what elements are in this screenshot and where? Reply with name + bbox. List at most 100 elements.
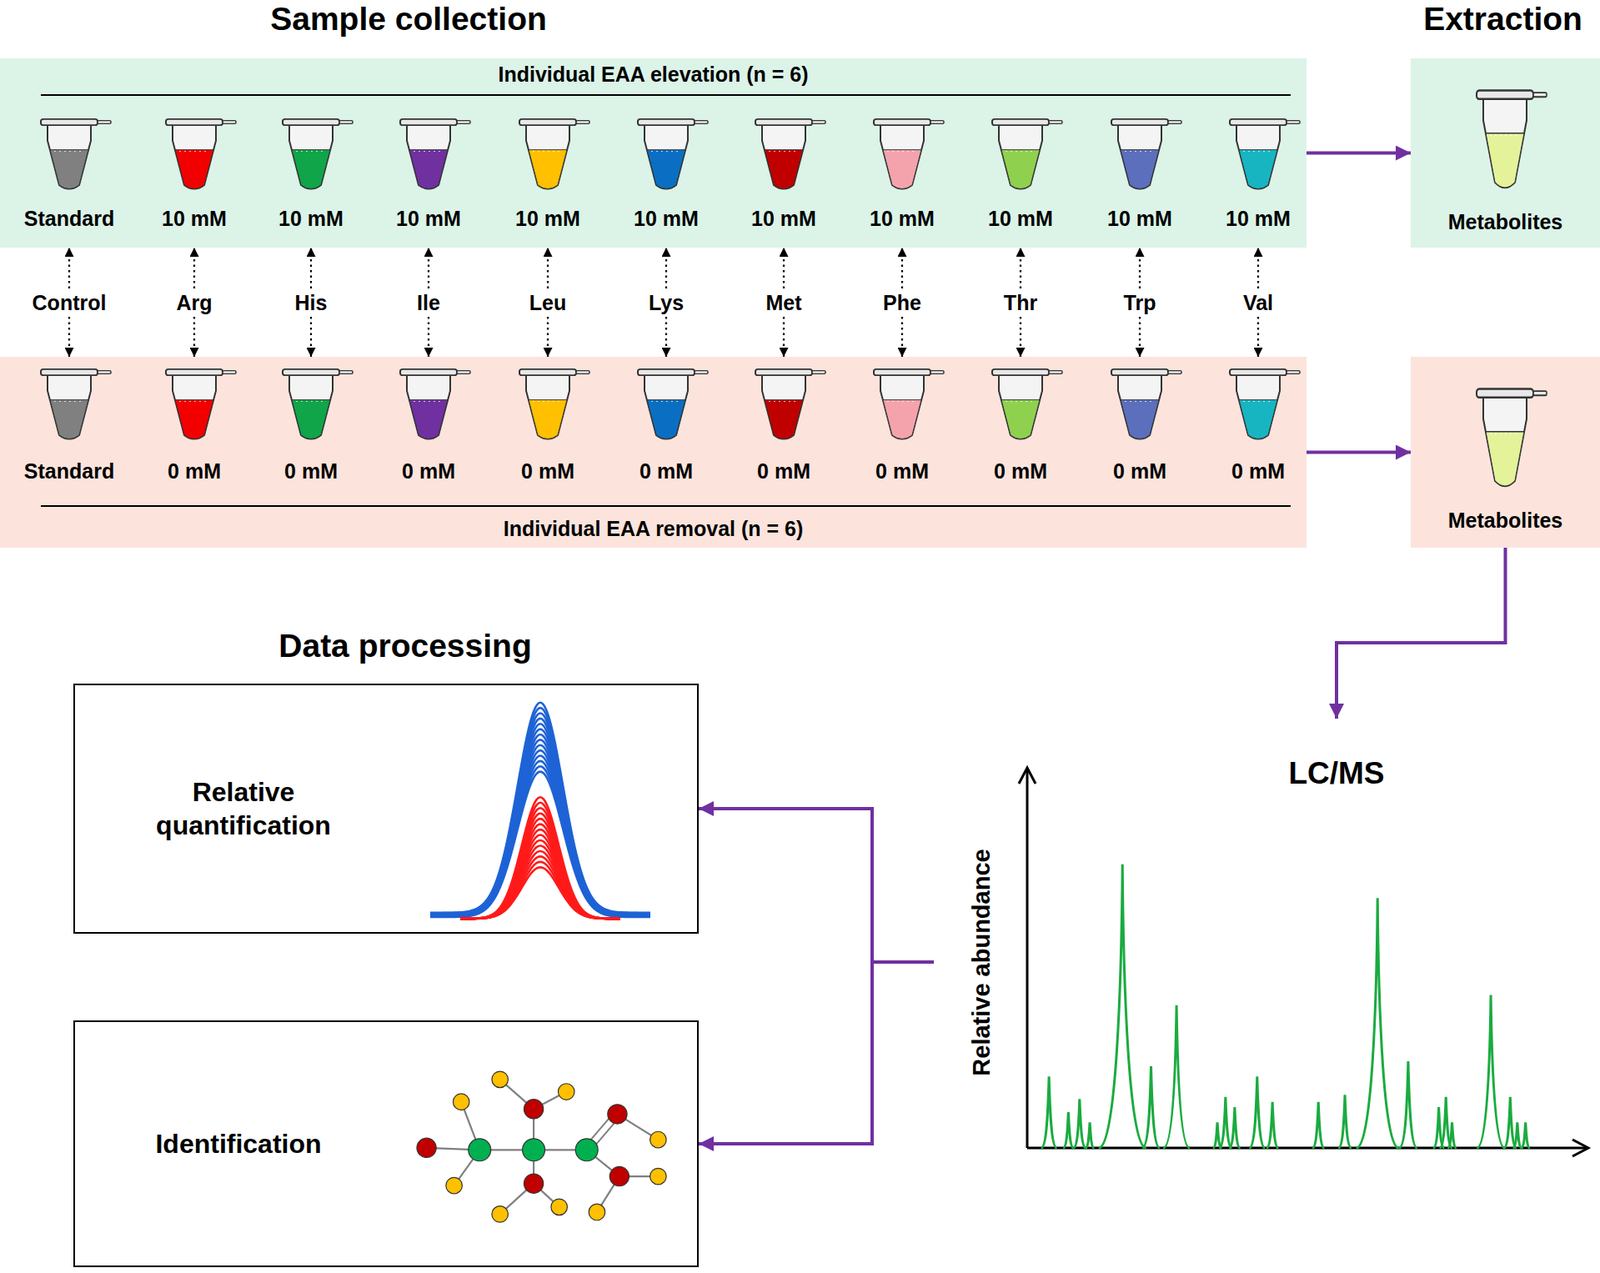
spectrum-peak — [1520, 1122, 1530, 1149]
amino-acid-label: Val — [1199, 288, 1317, 317]
spectrum-peak — [1476, 994, 1505, 1149]
dotted-arrow — [427, 247, 430, 289]
tube-liquid — [528, 400, 567, 440]
tube-icon — [252, 367, 370, 445]
tube-cap — [165, 369, 223, 376]
chromatogram-curve — [460, 840, 621, 919]
tube-label: 0 mM — [1191, 458, 1325, 484]
tube-body — [1483, 397, 1527, 487]
tube-hinge — [930, 371, 944, 375]
atom — [523, 1173, 543, 1194]
flow-arrow — [698, 808, 934, 963]
tube-liquid — [1238, 150, 1278, 190]
atom — [523, 1099, 543, 1119]
spectrum-peak — [1213, 1122, 1223, 1149]
liquid-highlight — [532, 150, 563, 152]
sample-tube: 10 mM — [843, 58, 961, 248]
tube-hinge — [1533, 391, 1547, 396]
sample-tube: 10 mM — [252, 58, 370, 248]
tube-label: 0 mM — [481, 458, 615, 484]
amino-acid-label: Met — [725, 288, 843, 317]
sample-tube: 10 mM — [962, 58, 1079, 248]
tube-cap — [1111, 369, 1169, 376]
dotted-arrow — [546, 316, 549, 357]
dotted-arrow — [782, 316, 785, 357]
tube-hinge — [1168, 120, 1182, 125]
spectrum-peak — [1142, 1066, 1160, 1149]
tube-cap — [637, 369, 695, 376]
tube-hinge — [456, 120, 471, 125]
sample-tube: 0 mM — [843, 356, 961, 499]
sample-tube: 0 mM — [1199, 356, 1317, 499]
chromatogram-curve — [430, 761, 651, 917]
liquid-highlight — [532, 401, 563, 402]
spectrum-peak — [1218, 1097, 1232, 1149]
section-title: Sample collection — [241, 0, 576, 38]
dotted-arrow — [310, 247, 312, 289]
atom — [522, 1138, 546, 1162]
spectrum-peak — [1513, 1122, 1523, 1149]
chromatogram-curve — [460, 813, 621, 919]
sample-tube: 0 mM — [370, 356, 487, 499]
tube-body — [47, 375, 91, 439]
tube-cap — [165, 119, 223, 126]
chromatogram-curve — [460, 862, 621, 919]
axis-label: Relative abundance — [967, 829, 997, 1097]
tube-label: Standard — [2, 458, 136, 484]
tube-cap — [873, 119, 931, 126]
tube-icon — [607, 367, 725, 445]
tube-hinge — [1533, 92, 1547, 97]
tube-liquid — [175, 400, 214, 440]
spectrum-peak — [1399, 1061, 1418, 1149]
atom — [609, 1166, 629, 1186]
atom — [452, 1093, 470, 1111]
liquid-highlight — [1005, 150, 1036, 152]
dotted-arrow — [68, 247, 71, 289]
tube-hinge — [339, 120, 353, 125]
liquid-highlight — [768, 150, 799, 152]
liquid-highlight — [1124, 150, 1155, 152]
atom — [446, 1177, 463, 1194]
atom — [607, 1104, 627, 1124]
chromatogram-curve — [460, 818, 621, 919]
tube-icon — [1446, 386, 1564, 494]
tube-hinge — [222, 120, 236, 125]
tube-body — [1483, 99, 1527, 188]
dotted-arrow — [310, 316, 312, 357]
tube-body — [644, 125, 688, 189]
tube-body — [47, 125, 91, 189]
tube-cap — [755, 119, 813, 126]
chromatogram-curve — [460, 835, 621, 919]
tube-cap — [1476, 90, 1534, 100]
amino-acid-label: Leu — [489, 288, 607, 317]
tube-body — [880, 375, 924, 439]
tube-hinge — [1286, 120, 1300, 125]
dotted-arrow — [1138, 316, 1141, 357]
tube-cap — [873, 369, 931, 376]
atom — [416, 1138, 437, 1158]
dotted-arrow — [1257, 316, 1259, 357]
tube-liquid — [882, 150, 922, 190]
tube-icon — [1081, 117, 1199, 195]
amino-acid-name: Thr — [962, 288, 1079, 316]
amino-acid-name: Phe — [843, 288, 961, 316]
amino-acid-name: Ile — [370, 288, 487, 316]
tube-body — [998, 125, 1043, 189]
tube-icon — [1199, 367, 1317, 445]
axis-arrowhead — [1572, 1139, 1589, 1157]
spectrum-peak — [1312, 1102, 1325, 1149]
chromatogram-curve — [430, 739, 651, 915]
amino-acid-name: His — [252, 288, 370, 316]
tube-icon — [489, 117, 607, 195]
lcms-panel: LC/MS — [933, 718, 1590, 1159]
sample-tube: 0 mM — [135, 356, 253, 499]
atom — [650, 1168, 668, 1185]
tube-label: 10 mM — [953, 205, 1088, 231]
amino-acid-name: Arg — [135, 288, 253, 316]
tube-body — [1236, 375, 1280, 439]
section-title: Extraction — [1409, 0, 1597, 38]
chart-axes — [1018, 767, 1589, 1157]
tube-liquid — [1238, 400, 1278, 440]
dotted-arrow — [665, 316, 668, 357]
